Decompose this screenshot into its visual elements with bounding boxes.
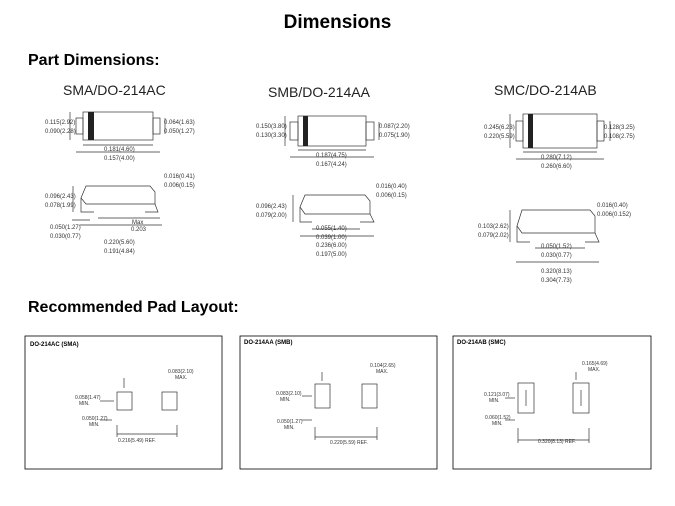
sma-side-right-h: 0.016(0.41)	[164, 174, 195, 180]
package-name-smc: SMC/DO-214AB	[494, 82, 597, 98]
sma-side-bottom-h: 0.220(5.60)	[104, 240, 135, 246]
part-dimensions-heading: Part Dimensions:	[28, 52, 160, 69]
smb-side-lead-l: 0.039(1.00)	[316, 235, 347, 241]
pad-smb-gap-min: MIN.	[284, 425, 295, 431]
pad-box-smb	[239, 335, 438, 470]
smc-side-lead-l: 0.030(0.77)	[541, 253, 572, 259]
pad-sma-top-max: MAX.	[175, 375, 187, 381]
sma-top-right-h: 0.064(1.63)	[164, 120, 195, 126]
pad-sma-gap-min: MIN.	[89, 422, 100, 428]
smc-side-bottom-l: 0.304(7.73)	[541, 278, 572, 284]
pad-smb-width-min: MIN.	[280, 397, 291, 403]
smc-top-right-l: 0.108(2.75)	[604, 134, 635, 140]
pad-title-sma: DO-214AC (SMA)	[30, 342, 79, 348]
sma-side-view	[72, 185, 162, 226]
smc-side-right-h: 0.016(0.40)	[597, 203, 628, 209]
package-name-smb: SMB/DO-214AA	[268, 84, 370, 100]
smc-side-left-l: 0.079(2.02)	[478, 233, 509, 239]
pad-sma-width-label: 0.058(1.47)	[75, 395, 101, 401]
pad-smc-width-label: 0.121(3.07)	[484, 392, 510, 398]
smc-side-lead-h: 0.050(1.52)	[541, 244, 572, 250]
pad-title-smc: DO-214AB (SMC)	[457, 340, 506, 346]
smc-side-left-h: 0.103(2.62)	[478, 224, 509, 230]
sma-side-max: Max	[132, 220, 143, 226]
sma-side-max-value: 0.203	[131, 227, 147, 233]
pad-sma-top-label: 0.083(2.10)	[168, 369, 194, 375]
sma-side-lead-l: 0.030(0.77)	[50, 234, 81, 240]
smb-side-right-l: 0.006(0.15)	[376, 193, 407, 199]
sma-side-right-l: 0.006(0.15)	[164, 183, 195, 189]
smb-top-left-h: 0.150(3.80)	[256, 124, 287, 130]
sma-side-left-l: 0.078(1.99)	[45, 203, 76, 209]
smc-side-bottom-h: 0.320(8.13)	[541, 269, 572, 275]
sma-side-lead-h: 0.050(1.27)	[50, 225, 81, 231]
pad-box-smc	[452, 335, 652, 470]
package-name-sma: SMA/DO-214AC	[63, 82, 166, 98]
smc-side-right-l: 0.006(0.152)	[597, 212, 631, 218]
sma-top-left-l: 0.090(2.28)	[45, 129, 76, 135]
page-title: Dimensions	[283, 12, 392, 33]
pad-smb-gap-label: 0.050(1.27)	[277, 419, 303, 425]
smc-top-bottom-h: 0.280(7.12)	[541, 155, 572, 161]
smb-top-left-l: 0.130(3.30)	[256, 133, 287, 139]
pad-smc-width-min: MIN.	[489, 398, 500, 404]
smb-side-right-h: 0.016(0.40)	[376, 184, 407, 190]
pad-smb-top-label: 0.104(2.65)	[370, 363, 396, 369]
sma-side-bottom-l: 0.191(4.84)	[104, 249, 135, 255]
pad-smc-gap-min: MIN.	[492, 421, 503, 427]
smc-top-left-l: 0.220(5.59)	[484, 134, 515, 140]
smb-top-bottom-h: 0.187(4.75)	[316, 153, 347, 159]
smb-top-view	[284, 115, 380, 158]
smb-top-right-h: 0.087(2.20)	[379, 124, 410, 130]
pad-box-sma	[24, 335, 223, 470]
smc-top-bottom-l: 0.260(6.60)	[541, 164, 572, 170]
pad-smc-top-max: MAX.	[588, 367, 600, 373]
pad-layout-heading: Recommended Pad Layout:	[28, 299, 239, 316]
pad-smb-width-label: 0.083(2.10)	[276, 391, 302, 397]
smc-side-view	[509, 209, 600, 263]
smb-side-bottom-h: 0.236(6.00)	[316, 243, 347, 249]
pad-smc-bottom-label: 0.320(8.13) REF.	[538, 439, 576, 445]
sma-side-left-h: 0.096(2.43)	[45, 194, 76, 200]
smb-top-right-l: 0.075(1.90)	[379, 133, 410, 139]
pad-smb-bottom-label: 0.220(5.59) REF.	[330, 440, 368, 446]
pad-title-smb: DO-214AA (SMB)	[244, 340, 292, 346]
smb-side-lead-h: 0.055(1.40)	[316, 226, 347, 232]
smb-side-left-h: 0.096(2.43)	[256, 204, 287, 210]
smb-top-bottom-l: 0.167(4.24)	[316, 162, 347, 168]
smb-side-left-l: 0.079(2.00)	[256, 213, 287, 219]
smc-top-left-h: 0.245(6.23)	[484, 125, 515, 131]
sma-top-view	[69, 111, 166, 153]
sma-top-bottom-l: 0.157(4.00)	[104, 156, 135, 162]
smc-top-view	[509, 113, 611, 160]
pad-sma-gap-label: 0.050(1.27)	[82, 416, 108, 422]
sma-top-right-l: 0.050(1.27)	[164, 129, 195, 135]
smc-top-right-h: 0.128(3.25)	[604, 125, 635, 131]
pad-smc-top-label: 0.165(4.69)	[582, 361, 608, 367]
sma-top-bottom-h: 0.181(4.60)	[104, 147, 135, 153]
smb-side-view	[292, 194, 375, 237]
pad-sma-width-min: MIN.	[79, 401, 90, 407]
pad-sma-bottom-label: 0.216(5.49) REF.	[118, 438, 156, 444]
smb-side-bottom-l: 0.197(5.00)	[316, 252, 347, 258]
sma-top-left-h: 0.115(2.92)	[45, 120, 75, 126]
pad-smc-gap-label: 0.060(1.52)	[485, 415, 511, 421]
pad-smb-top-max: MAX.	[376, 369, 388, 375]
